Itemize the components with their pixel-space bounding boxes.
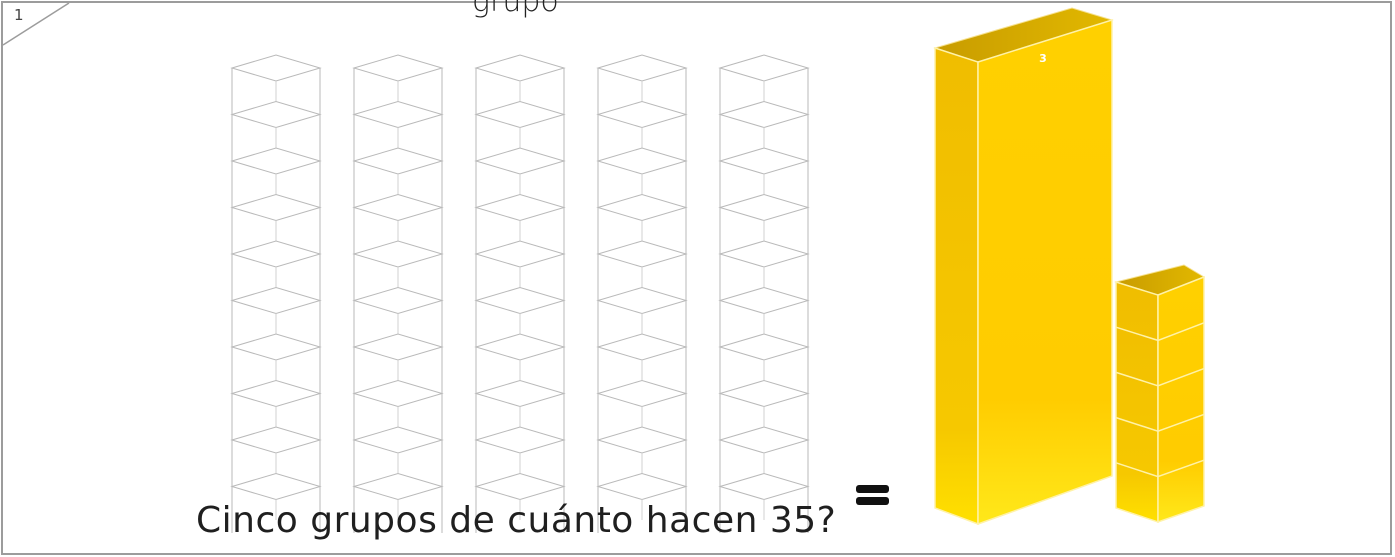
empty-cube bbox=[230, 472, 322, 520]
empty-cube bbox=[474, 426, 566, 474]
empty-cube bbox=[230, 333, 322, 381]
empty-cube bbox=[718, 286, 810, 334]
cube-column bbox=[352, 54, 444, 533]
empty-cube bbox=[230, 193, 322, 241]
empty-cube bbox=[352, 379, 444, 427]
empty-cube bbox=[230, 286, 322, 334]
equals-sign bbox=[856, 485, 889, 505]
unit-divider bbox=[1115, 459, 1205, 478]
ten-rod-block: 3 bbox=[933, 7, 1114, 526]
page-corner-fold bbox=[3, 3, 70, 46]
empty-cube bbox=[352, 54, 444, 102]
empty-cube bbox=[474, 100, 566, 148]
ones-stack-block bbox=[1114, 264, 1206, 524]
empty-cube bbox=[718, 100, 810, 148]
empty-cube bbox=[596, 379, 688, 427]
empty-cube bbox=[718, 54, 810, 102]
empty-cube bbox=[596, 333, 688, 381]
empty-cube bbox=[230, 379, 322, 427]
empty-cube bbox=[230, 147, 322, 195]
empty-cube bbox=[474, 333, 566, 381]
empty-cube bbox=[230, 54, 322, 102]
empty-cube bbox=[474, 193, 566, 241]
empty-cube bbox=[230, 240, 322, 288]
question-text: Cinco grupos de cuánto hacen 35? bbox=[196, 500, 837, 541]
empty-cube bbox=[596, 193, 688, 241]
empty-cube bbox=[230, 426, 322, 474]
empty-cube bbox=[352, 333, 444, 381]
empty-cube bbox=[596, 426, 688, 474]
empty-cube bbox=[352, 240, 444, 288]
unit-divider bbox=[1115, 367, 1205, 387]
cut-off-heading: grupo bbox=[472, 0, 559, 19]
empty-cube bbox=[596, 240, 688, 288]
unit-divider bbox=[1115, 322, 1205, 342]
empty-cube bbox=[596, 472, 688, 520]
empty-cube bbox=[352, 147, 444, 195]
unit-divider bbox=[1115, 413, 1205, 432]
empty-cube bbox=[596, 286, 688, 334]
empty-cube bbox=[352, 472, 444, 520]
empty-cube bbox=[352, 426, 444, 474]
empty-cube bbox=[474, 286, 566, 334]
empty-cube bbox=[718, 333, 810, 381]
ten-rod-label: 3 bbox=[1039, 52, 1047, 65]
empty-cube bbox=[230, 100, 322, 148]
ten-rod-side-face bbox=[934, 46, 979, 526]
cube-column bbox=[718, 54, 810, 533]
empty-cube bbox=[474, 379, 566, 427]
ones-unit-dividers bbox=[1115, 322, 1205, 478]
empty-cube bbox=[352, 286, 444, 334]
empty-cube bbox=[718, 472, 810, 520]
empty-cube bbox=[352, 193, 444, 241]
empty-cube bbox=[718, 379, 810, 427]
empty-cube bbox=[596, 54, 688, 102]
page-number: 1 bbox=[14, 6, 24, 24]
empty-cube bbox=[718, 240, 810, 288]
empty-cube bbox=[474, 54, 566, 102]
empty-cube bbox=[718, 193, 810, 241]
cube-column bbox=[596, 54, 688, 533]
cube-column bbox=[474, 54, 566, 533]
empty-cube bbox=[596, 147, 688, 195]
ones-front-face bbox=[1157, 275, 1205, 524]
empty-cube bbox=[474, 240, 566, 288]
empty-cube bbox=[718, 426, 810, 474]
ones-side-face bbox=[1115, 280, 1159, 524]
empty-cube bbox=[474, 472, 566, 520]
empty-cube bbox=[474, 147, 566, 195]
empty-cube bbox=[718, 147, 810, 195]
empty-cube bbox=[352, 100, 444, 148]
cube-column bbox=[230, 54, 322, 533]
ten-rod-front-face bbox=[977, 18, 1113, 526]
empty-cube bbox=[596, 100, 688, 148]
